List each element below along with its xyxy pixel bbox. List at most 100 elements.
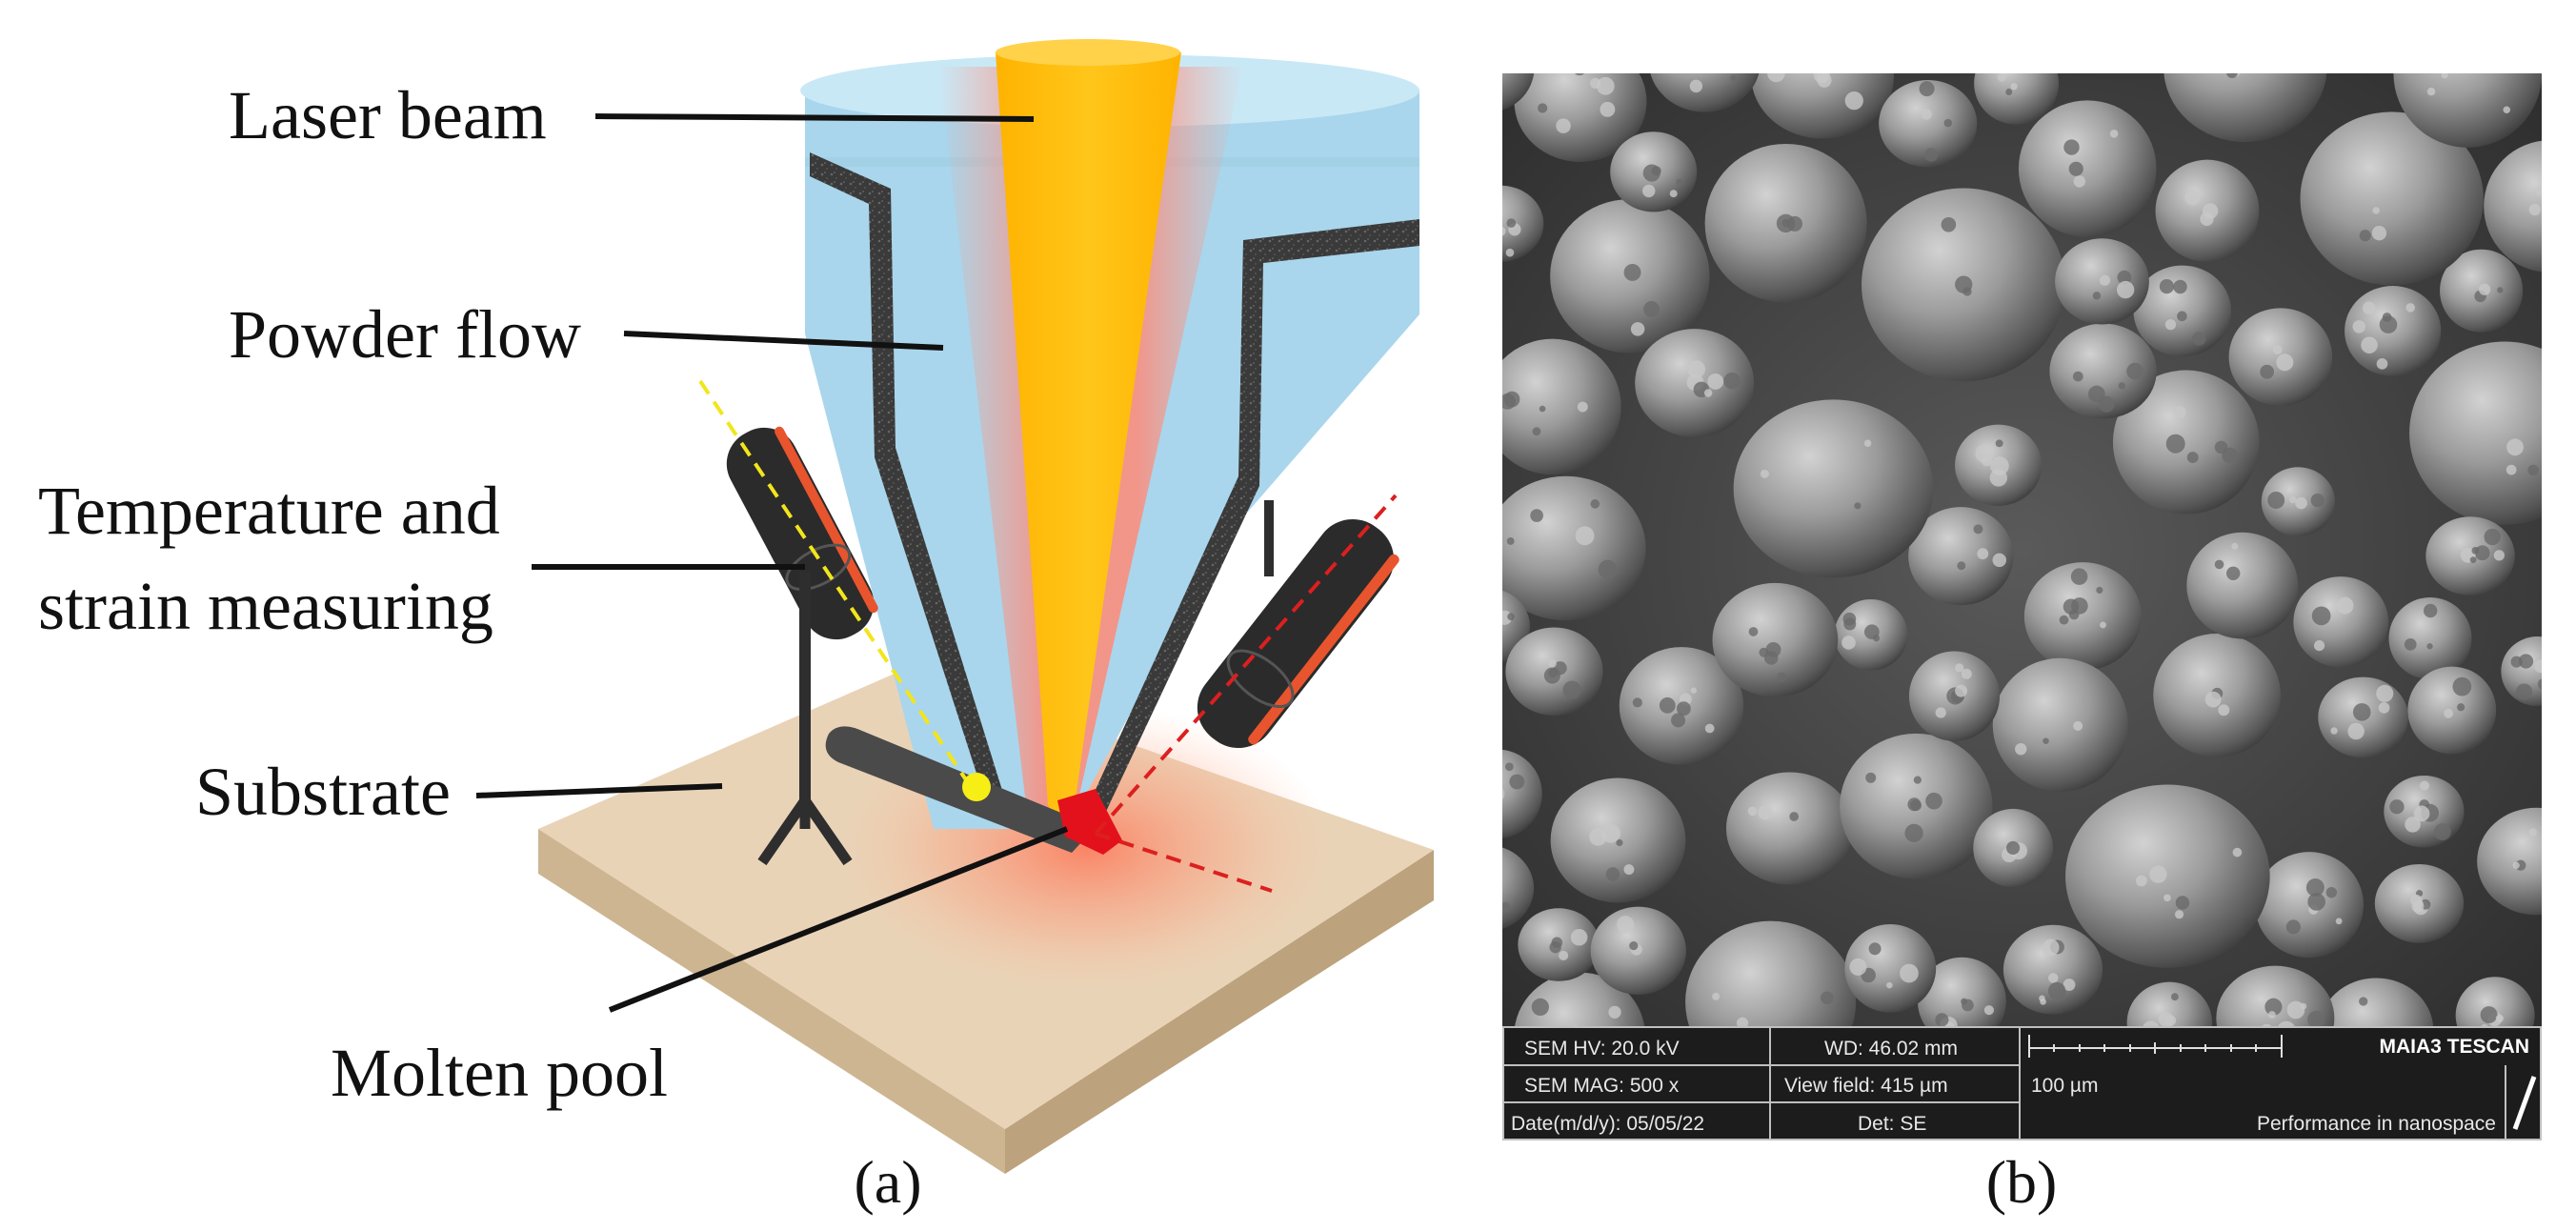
sem-satellite: [1596, 76, 1615, 95]
sem-particle: [2216, 965, 2335, 1026]
sem-satellite: [1821, 991, 1834, 1005]
sem-satellite: [1570, 928, 1588, 946]
sensor-right: [1197, 518, 1399, 749]
sem-satellite: [1977, 548, 1989, 560]
sem-particle: [2409, 341, 2542, 525]
laser-beam-cone: [996, 52, 1181, 817]
sem-satellite: [2379, 315, 2398, 333]
sem-satellite: [2005, 89, 2013, 95]
sem-satellite: [2325, 886, 2338, 898]
sem-satellite: [2515, 683, 2533, 700]
leader-powder-flow: [623, 331, 944, 351]
sem-date: Date(m/d/y): 05/05/22: [1511, 1113, 1704, 1135]
sem-satellite: [1704, 723, 1715, 734]
sem-satellite: [2352, 703, 2371, 721]
yellow-target-dot: [962, 773, 991, 801]
panel-a: Laser beam Powder flow Temperature and s…: [38, 39, 1434, 1216]
sem-satellite: [2230, 73, 2237, 75]
sem-satellite: [2444, 708, 2454, 718]
sem-satellite: [2411, 899, 2425, 913]
sem-satellite: [2164, 1015, 2177, 1026]
sem-satellite: [1865, 772, 1877, 783]
sem-satellite: [1997, 73, 2006, 82]
sem-satellite: [1572, 1024, 1579, 1026]
sem-satellite: [2359, 997, 2368, 1006]
sem-satellite: [1863, 439, 1872, 448]
sem-satellite: [2073, 175, 2085, 188]
sem-satellite: [2480, 1006, 2498, 1024]
sem-satellite: [2378, 701, 2390, 714]
yellow-dashed-line: [698, 379, 978, 797]
sensor-left-stripe: [775, 426, 878, 614]
sem-satellite: [2405, 303, 2415, 313]
sem-satellite: [1702, 51, 1714, 63]
sem-satellite: [2135, 875, 2147, 887]
sem-satellite: [1923, 148, 1939, 162]
sem-satellite: [1703, 389, 1713, 397]
sem-satellite: [1872, 635, 1881, 642]
sem-particle: [1502, 73, 1535, 111]
sem-satellite: [2244, 55, 2254, 66]
sem-satellite: [2204, 691, 2222, 708]
sem-particle: [2018, 100, 2157, 237]
sem-satellite: [1730, 74, 1737, 82]
sem-particle: [1725, 772, 1854, 885]
sem-satellite: [2010, 83, 2018, 91]
tescan-logo-mark: [2512, 1076, 2537, 1130]
sem-satellite: [1556, 118, 1571, 133]
substrate-side-face: [1005, 850, 1434, 1174]
sem-satellite: [2528, 203, 2541, 216]
sem-satellite: [1616, 916, 1635, 934]
label-temperature-line1: Temperature and: [38, 473, 500, 549]
caption-b: (b): [1986, 1148, 2058, 1216]
sem-satellite: [2047, 973, 2059, 983]
sem-particle: [2393, 73, 2542, 148]
sem-satellite: [1502, 789, 1504, 797]
sem-satellite: [2359, 230, 2371, 242]
sem-particle: [1879, 80, 1978, 168]
sem-satellite: [1907, 797, 1922, 812]
sem-satellite: [2232, 847, 2243, 858]
sem-satellite: [1480, 63, 1491, 73]
sem-satellite: [1530, 509, 1543, 522]
sem-satellite: [2047, 981, 2066, 1000]
sem-satellite: [1507, 613, 1515, 621]
powder-channel-right: [1084, 219, 1419, 817]
sem-satellite: [1551, 937, 1563, 949]
sem-particle: [1974, 73, 2060, 125]
sem-satellite: [2100, 621, 2106, 629]
sem-satellite: [2192, 332, 2206, 346]
sem-particles: [1480, 51, 2542, 1026]
sem-satellite: [1532, 427, 1541, 436]
deposited-track: [825, 726, 1096, 853]
sem-satellite: [2426, 643, 2433, 650]
sem-satellite: [2300, 1002, 2307, 1010]
sem-satellite: [1955, 275, 1973, 293]
sem-satellite: [2071, 597, 2088, 615]
sem-satellite: [1671, 713, 1686, 728]
sem-scale-bar: [2028, 1035, 2283, 1058]
sem-satellite: [2313, 639, 2325, 652]
sem-satellite: [1767, 73, 1785, 83]
sem-satellite: [2305, 878, 2324, 897]
sem-satellite: [1687, 360, 1705, 378]
sem-satellite: [2423, 603, 2438, 618]
sem-satellite: [1506, 537, 1515, 545]
sem-particle: [1502, 338, 1621, 475]
sem-satellite: [2039, 995, 2045, 1002]
sem-particle: [1502, 749, 1542, 838]
sem-satellite: [1935, 707, 1946, 718]
sem-satellite: [1562, 680, 1581, 699]
sem-satellite: [2214, 440, 2228, 454]
sem-satellite: [2420, 780, 2430, 791]
powder-channel-left: [810, 152, 1010, 817]
sem-satellite: [2072, 371, 2083, 382]
sem-satellite: [2497, 287, 2504, 293]
sem-satellite: [1983, 1005, 1994, 1016]
sem-satellite: [2070, 568, 2088, 585]
sem-satellite: [1723, 373, 1741, 390]
sem-satellite: [2163, 894, 2171, 902]
sem-satellite: [1590, 499, 1600, 509]
sem-satellite: [1548, 659, 1557, 668]
sem-info-bar: SEM HV: 20.0 kV WD: 46.02 mm MAIA3 TESCA…: [1502, 1026, 2542, 1140]
